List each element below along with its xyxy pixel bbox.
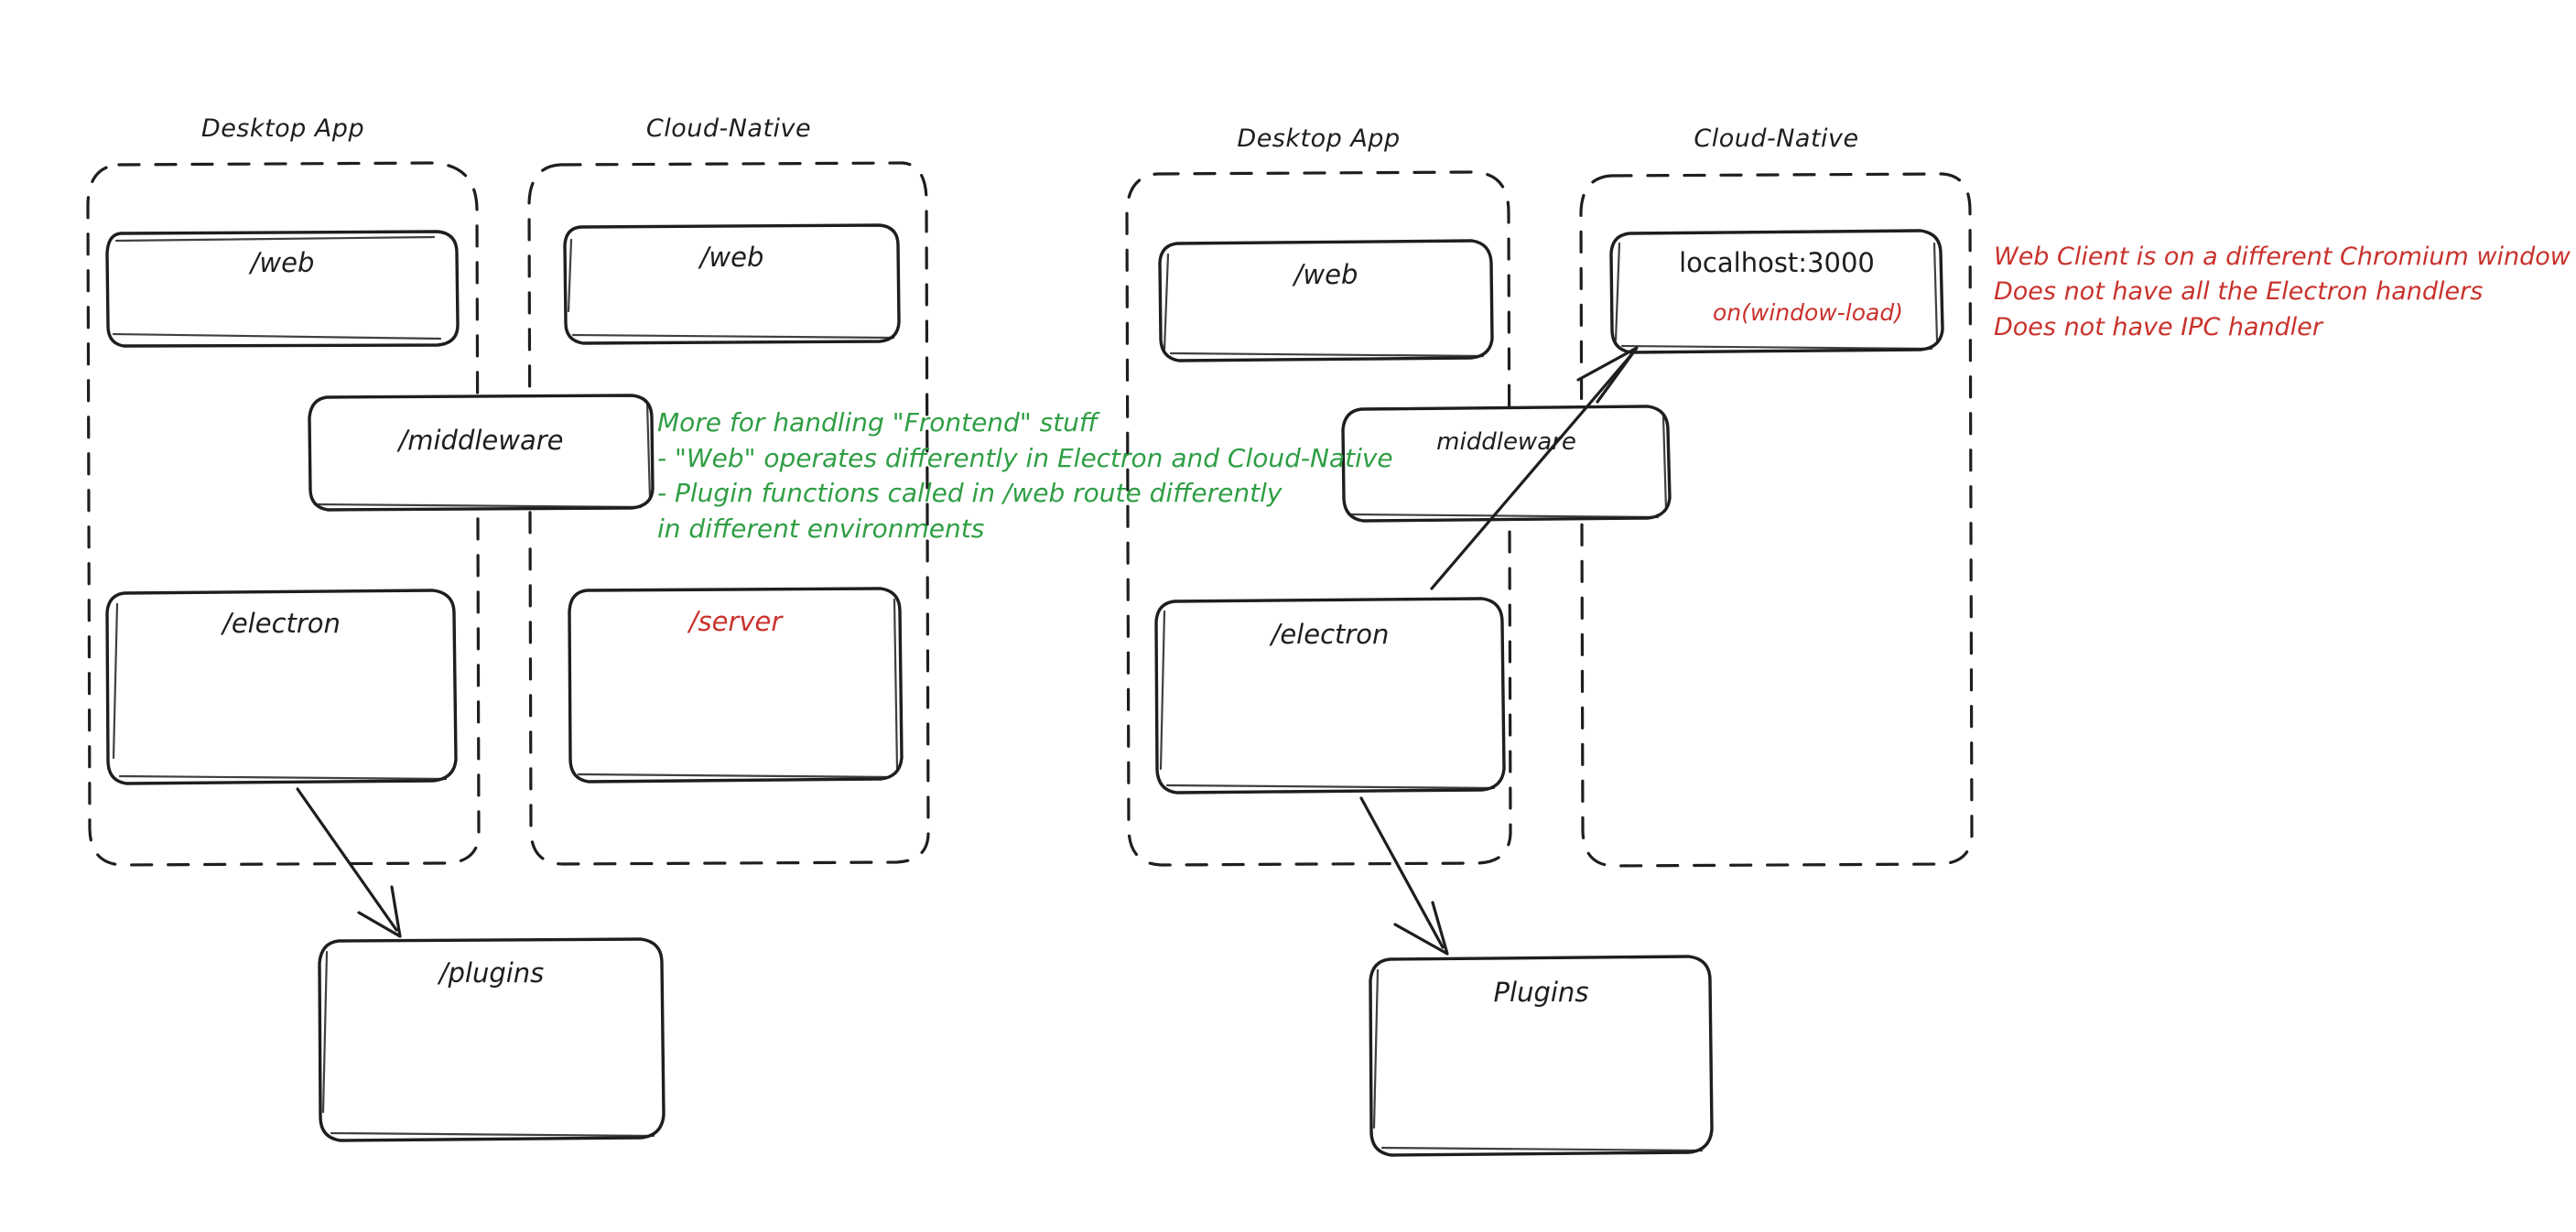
left-group-desktop-app-boundary [86,161,481,867]
right-annotation-red: Web Client is on a different Chromium wi… [1994,240,2571,345]
left-group-label-cloud-native: Cloud-Native [645,114,812,143]
right-node-localhost-shape [1609,229,1944,354]
left-node-server-shape [568,587,904,784]
left-node-label-web-cloud[interactable]: /web [699,242,764,273]
right-group-desktop-app-boundary [1125,170,1512,867]
right-node-label-web[interactable]: /web [1293,259,1358,290]
right-node-electron-shape [1154,597,1506,794]
left-annotation-green: More for handling "Frontend" stuff - "We… [657,405,1393,547]
left-node-label-server[interactable]: /server [688,606,783,637]
right-node-label-middleware[interactable]: middleware [1436,428,1576,456]
right-node-label-localhost[interactable]: localhost:3000 [1679,247,1875,278]
left-node-label-middleware[interactable]: /middleware [398,425,564,456]
left-node-label-plugins[interactable]: /plugins [438,957,545,989]
right-node-label-plugins[interactable]: Plugins [1493,977,1589,1008]
right-group-label-cloud-native: Cloud-Native [1694,124,1859,153]
left-node-plugins-shape [318,937,666,1142]
left-annotation-green-line-3: - Plugin functions called in /web route … [657,478,1283,509]
left-edge-electron-to-plugins [296,787,402,938]
left-annotation-green-line-4: in different environments [657,513,985,544]
right-node-sublabel-on-window-load: on(window-load) [1713,299,1903,326]
right-node-plugins-shape [1369,955,1714,1157]
left-annotation-green-line-2: - "Web" operates differently in Electron… [657,442,1393,473]
right-group-label-desktop-app: Desktop App [1237,124,1401,153]
right-annotation-red-line-2: Does not have all the Electron handlers [1994,277,2484,307]
right-edge-electron-to-localhost [1430,346,1639,590]
left-node-web-cloud-shape [563,223,901,345]
right-group-cloud-native-boundary [1579,172,1974,868]
left-annotation-green-line-1: More for handling "Frontend" stuff [657,407,1099,438]
right-annotation-red-line-1: Web Client is on a different Chromium wi… [1994,243,2571,271]
left-node-label-electron[interactable]: /electron [222,608,341,639]
right-edge-electron-to-plugins [1359,796,1449,956]
left-node-label-web-desktop[interactable]: /web [250,247,315,278]
left-group-label-desktop-app: Desktop App [200,114,365,143]
left-group-cloud-native-boundary [527,161,930,866]
right-annotation-red-line-3: Does not have IPC handler [1994,312,2323,341]
right-node-web-shape [1158,239,1494,362]
left-node-middleware-shape [308,394,655,512]
left-node-electron-shape [105,589,458,785]
right-node-label-electron[interactable]: /electron [1271,619,1390,650]
right-node-middleware-shape [1341,405,1672,523]
left-node-web-desktop-shape [105,230,460,348]
